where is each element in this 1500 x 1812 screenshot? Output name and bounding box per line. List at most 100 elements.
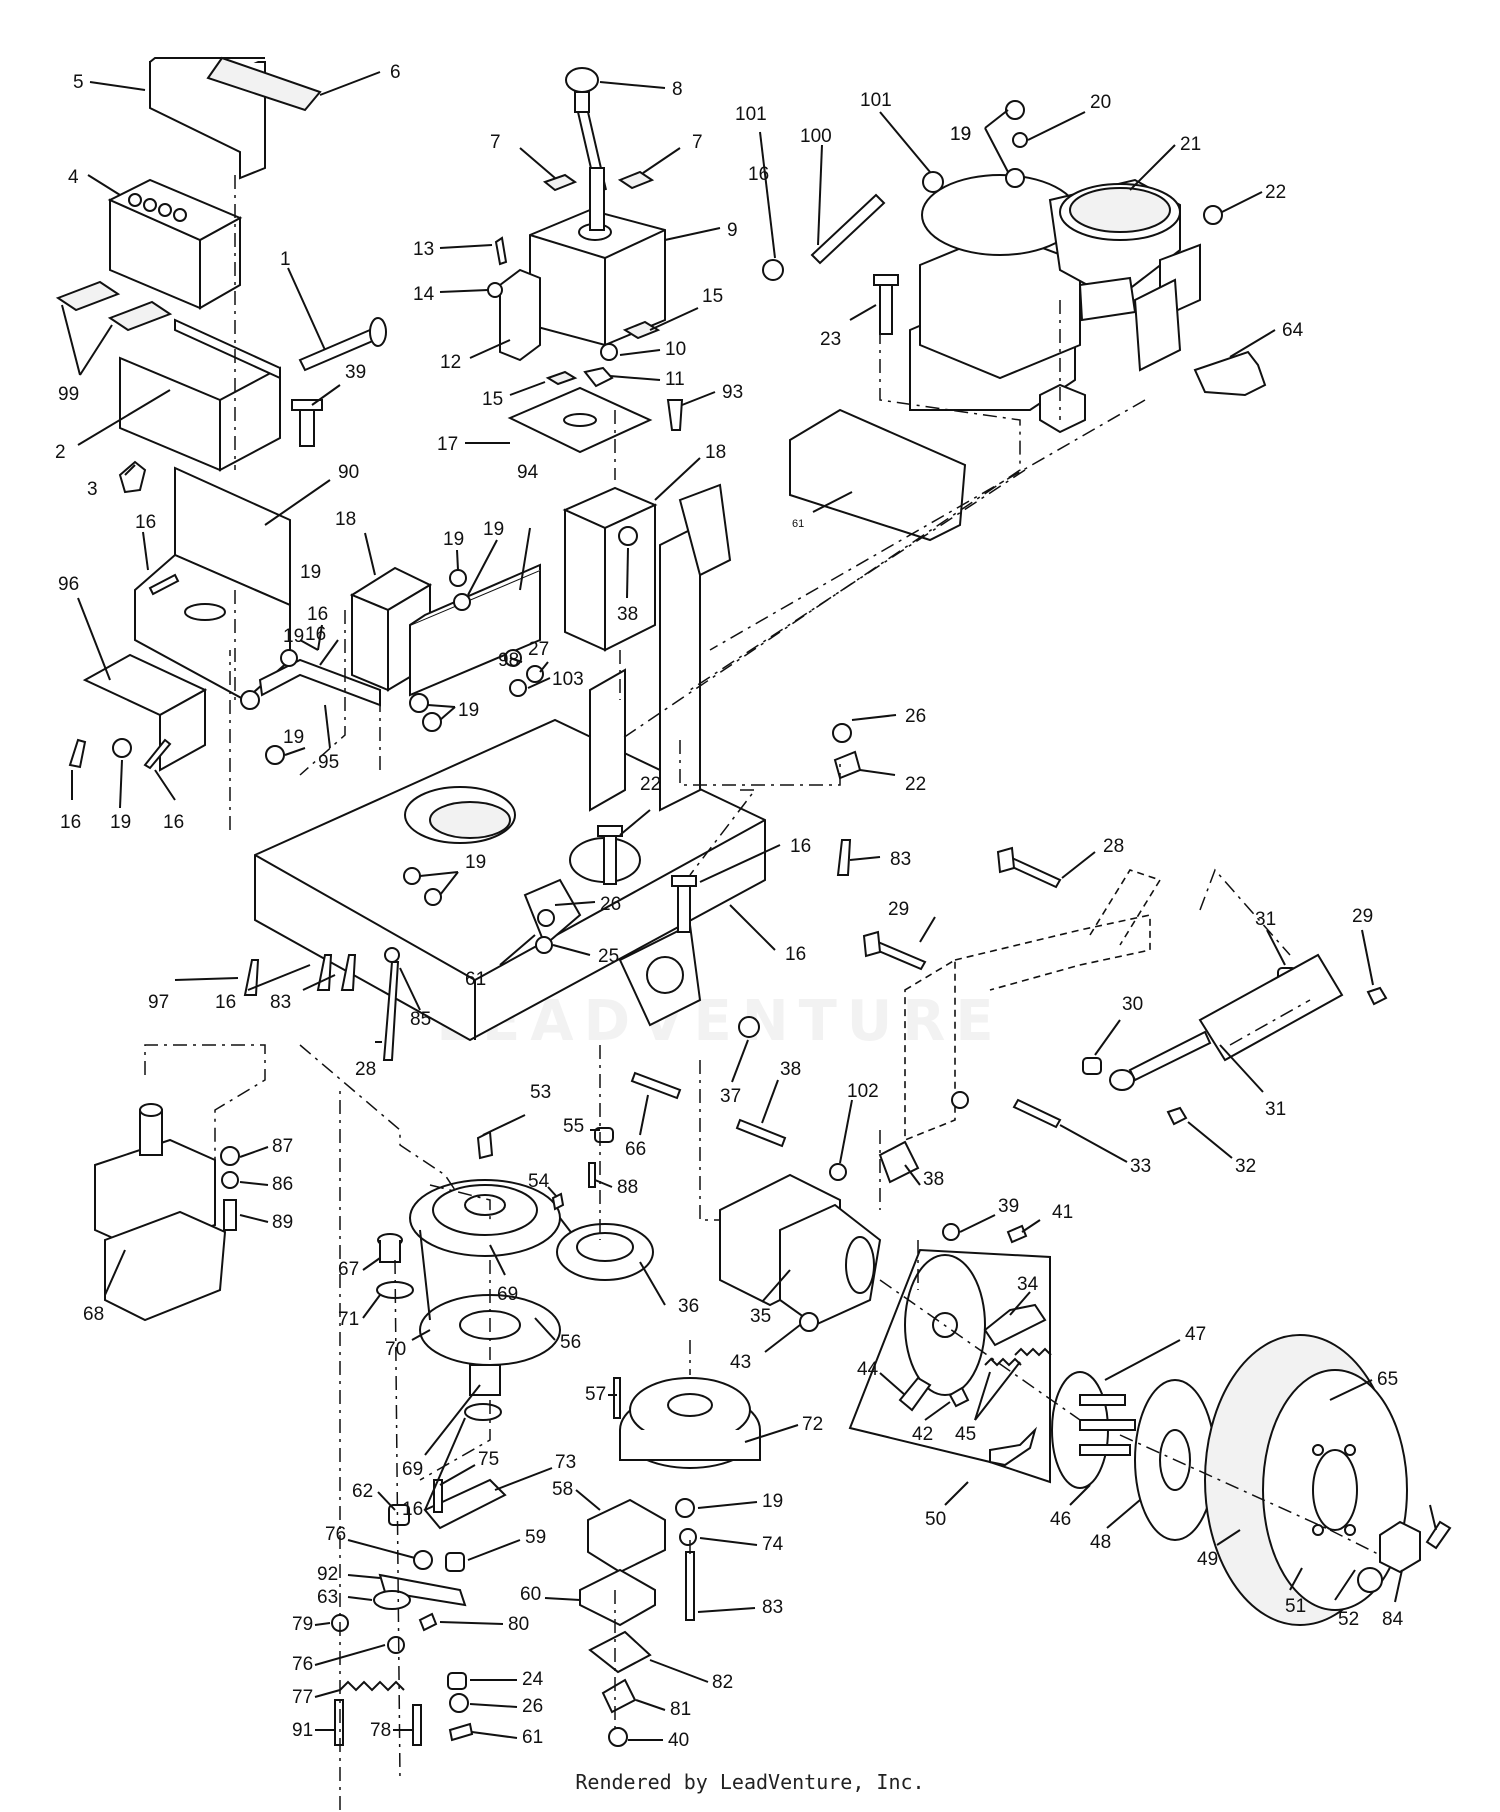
pto-clutch (619, 1377, 761, 1469)
callout: 55 (563, 1116, 584, 1137)
key-66 (476, 1130, 494, 1160)
nut-19i (1005, 100, 1025, 120)
bolt-16g (243, 959, 260, 996)
callout: 52 (1338, 1609, 1359, 1630)
callout: 15 (702, 286, 723, 307)
callout: 26 (905, 706, 926, 727)
callout: 14 (413, 284, 435, 305)
bolt-81 (334, 1699, 344, 1746)
callout: 19 (283, 626, 304, 647)
callout: 61 (792, 518, 804, 530)
nut-61b (535, 936, 553, 954)
bushing-68 (377, 1233, 403, 1263)
nut-61c (608, 1727, 628, 1747)
callout: 20 (1090, 92, 1111, 113)
tank-pad-15a (622, 320, 661, 340)
bolt-28a (996, 846, 1062, 889)
callout: 73 (555, 1452, 576, 1473)
callout: 79 (292, 1614, 313, 1635)
bolt-32 (1012, 1098, 1062, 1129)
callout: 19 (465, 852, 486, 873)
callout: 63 (317, 1587, 338, 1608)
nut-83b (403, 867, 421, 885)
callout: 78 (370, 1720, 391, 1741)
tank-pad-15b (545, 370, 578, 386)
bolt-85 (382, 961, 400, 1061)
bracket-96 (82, 653, 208, 772)
nut-31b (1166, 1106, 1188, 1126)
thumb-nut-3 (118, 460, 147, 494)
callout: 16 (215, 992, 236, 1013)
callout: 87 (272, 1136, 293, 1157)
callout: 32 (1235, 1156, 1256, 1177)
battery-tray-90 (134, 466, 291, 702)
bolt-102 (630, 1071, 682, 1100)
brake-shoe-41a (983, 1303, 1047, 1347)
callout: 71 (338, 1309, 359, 1330)
fuel-line-100 (810, 193, 886, 265)
hydro-pump (94, 1103, 227, 1322)
battery-holder (119, 318, 281, 472)
nut-19j (1005, 168, 1025, 188)
bolt-60 (685, 1551, 695, 1621)
nut-27 (526, 665, 544, 683)
callout: 77 (292, 1687, 313, 1708)
nut-31a (1366, 986, 1388, 1006)
callout: 69 (402, 1459, 423, 1480)
callout: 27 (528, 639, 549, 660)
callout: 19 (950, 124, 971, 145)
callout: 28 (1103, 836, 1124, 857)
bolt-86 (223, 1199, 237, 1231)
callout: 37 (720, 1086, 741, 1107)
nut-19g (422, 712, 442, 732)
callout: 16 (785, 944, 806, 965)
callout: 69 (497, 1284, 518, 1305)
idler-arm-74 (378, 1573, 467, 1607)
pin-54 (588, 1162, 596, 1188)
callout: 16 (402, 1499, 423, 1520)
callout: 12 (440, 352, 461, 373)
washer-20 (1012, 132, 1028, 148)
bolt-91 (412, 1704, 422, 1746)
callout: 76 (325, 1524, 346, 1545)
callout: 26 (600, 894, 621, 915)
screw-65 (613, 1377, 621, 1419)
callout: 43 (730, 1352, 751, 1373)
spring-42a (984, 1357, 1022, 1367)
washer-19d (449, 569, 467, 587)
bolt-22a (873, 274, 899, 335)
washer-88 (220, 1146, 240, 1166)
callout: 70 (385, 1339, 406, 1360)
callout: 88 (617, 1177, 638, 1198)
callout: 31 (1255, 909, 1276, 930)
clamp-26c (601, 1678, 637, 1714)
screw-13 (494, 236, 508, 266)
callout: 8 (672, 79, 683, 100)
cotter-pin-84 (1425, 1520, 1452, 1550)
bolt-1 (298, 317, 387, 372)
washer-92 (373, 1590, 411, 1610)
callout: 17 (437, 434, 458, 455)
callout: 75 (478, 1449, 499, 1470)
washer-59 (679, 1528, 697, 1546)
tank-pad-7b (617, 170, 655, 190)
bolt-16h (340, 954, 357, 991)
callout: 22 (1265, 182, 1286, 203)
callout: 58 (552, 1479, 573, 1500)
callout: 9 (727, 220, 738, 241)
callout: 80 (508, 1614, 529, 1635)
nut-19a (240, 690, 260, 710)
callout: 98 (498, 650, 519, 671)
callout: 21 (1180, 134, 1201, 155)
nut-38c (942, 1223, 960, 1241)
callout: 83 (270, 992, 291, 1013)
bolt-16j (433, 1479, 443, 1513)
callout: 11 (665, 369, 685, 390)
callout: 4 (68, 167, 79, 188)
callout: 18 (705, 442, 726, 463)
nut-80 (387, 1636, 405, 1654)
cylinder-30 (1109, 953, 1344, 1091)
callout: 76 (292, 1654, 313, 1675)
block-62 (587, 1498, 666, 1574)
callout: 34 (1017, 1274, 1039, 1295)
